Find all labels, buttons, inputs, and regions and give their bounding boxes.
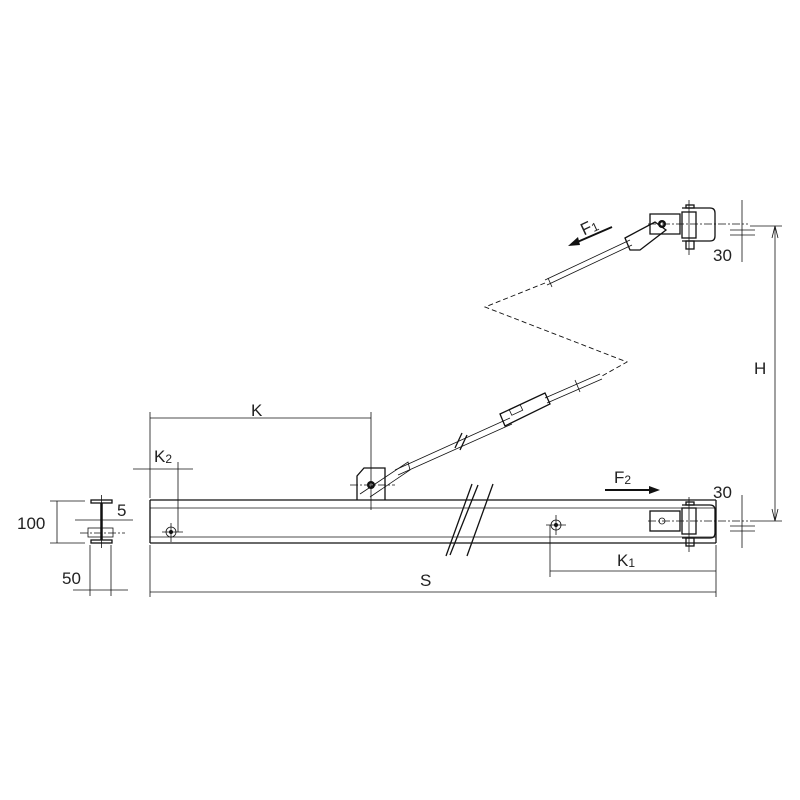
label-50: 50 — [62, 569, 81, 588]
rail-beam — [149, 483, 717, 557]
rod-break-line — [483, 282, 629, 377]
turnbuckle — [499, 392, 551, 427]
lower-pivot-bracket — [350, 465, 395, 510]
upper-tension-rod — [544, 213, 681, 288]
label-bottom-30: 30 — [713, 483, 732, 502]
beam-profile-section — [80, 495, 125, 548]
label-k: K — [251, 401, 263, 420]
anchor-hole-right — [546, 515, 566, 535]
label-f2: F2 — [614, 468, 631, 487]
upper-clevis — [648, 200, 748, 255]
lower-clevis — [648, 497, 748, 552]
label-5: 5 — [117, 501, 126, 520]
label-100: 100 — [17, 514, 45, 533]
label-s: S — [420, 571, 431, 590]
dimension-lines — [50, 200, 782, 597]
force-arrow-f1 — [568, 226, 613, 246]
label-k1: K1 — [617, 551, 635, 570]
label-f1: F1 — [578, 215, 602, 240]
lower-tension-rod — [359, 373, 603, 498]
force-arrow-f2 — [605, 486, 660, 494]
label-k2: K2 — [154, 447, 172, 466]
label-h: H — [754, 359, 766, 378]
anchor-hole-left — [162, 523, 183, 542]
label-top-30: 30 — [713, 246, 732, 265]
